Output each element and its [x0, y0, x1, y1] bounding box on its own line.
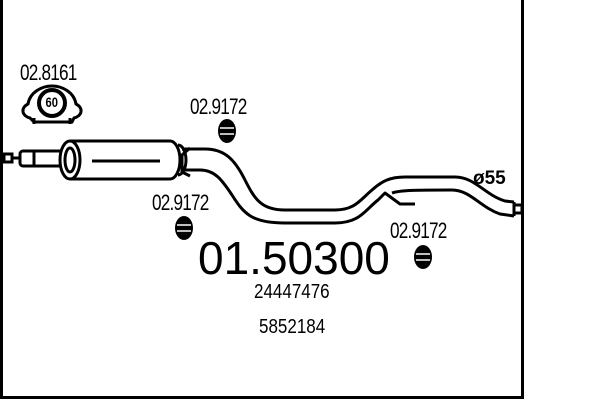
diagram-frame — [0, 0, 524, 399]
oem-number-1: 24447476 — [254, 281, 330, 303]
hanger-left-icon — [175, 216, 193, 240]
hanger-top-part-number: 02.9172 — [190, 94, 247, 119]
main-part-number: 01.50300 — [198, 232, 390, 284]
inlet-connector-icon — [2, 149, 66, 168]
pipe-icon — [180, 146, 524, 225]
hanger-left-part-number: 02.9172 — [152, 190, 209, 215]
hanger-right-part-number: 02.9172 — [390, 218, 447, 243]
hanger-right-icon — [414, 245, 432, 269]
diameter-label: ø55 — [473, 168, 506, 189]
mounting-ring-icon — [21, 84, 83, 124]
mounting-ring-part-number: 02.8161 — [20, 60, 77, 85]
hanger-top-icon — [218, 119, 236, 143]
muffler-icon — [58, 139, 188, 181]
oem-number-2: 5852184 — [259, 316, 326, 338]
mounting-ring-badge: 60 — [45, 94, 59, 110]
